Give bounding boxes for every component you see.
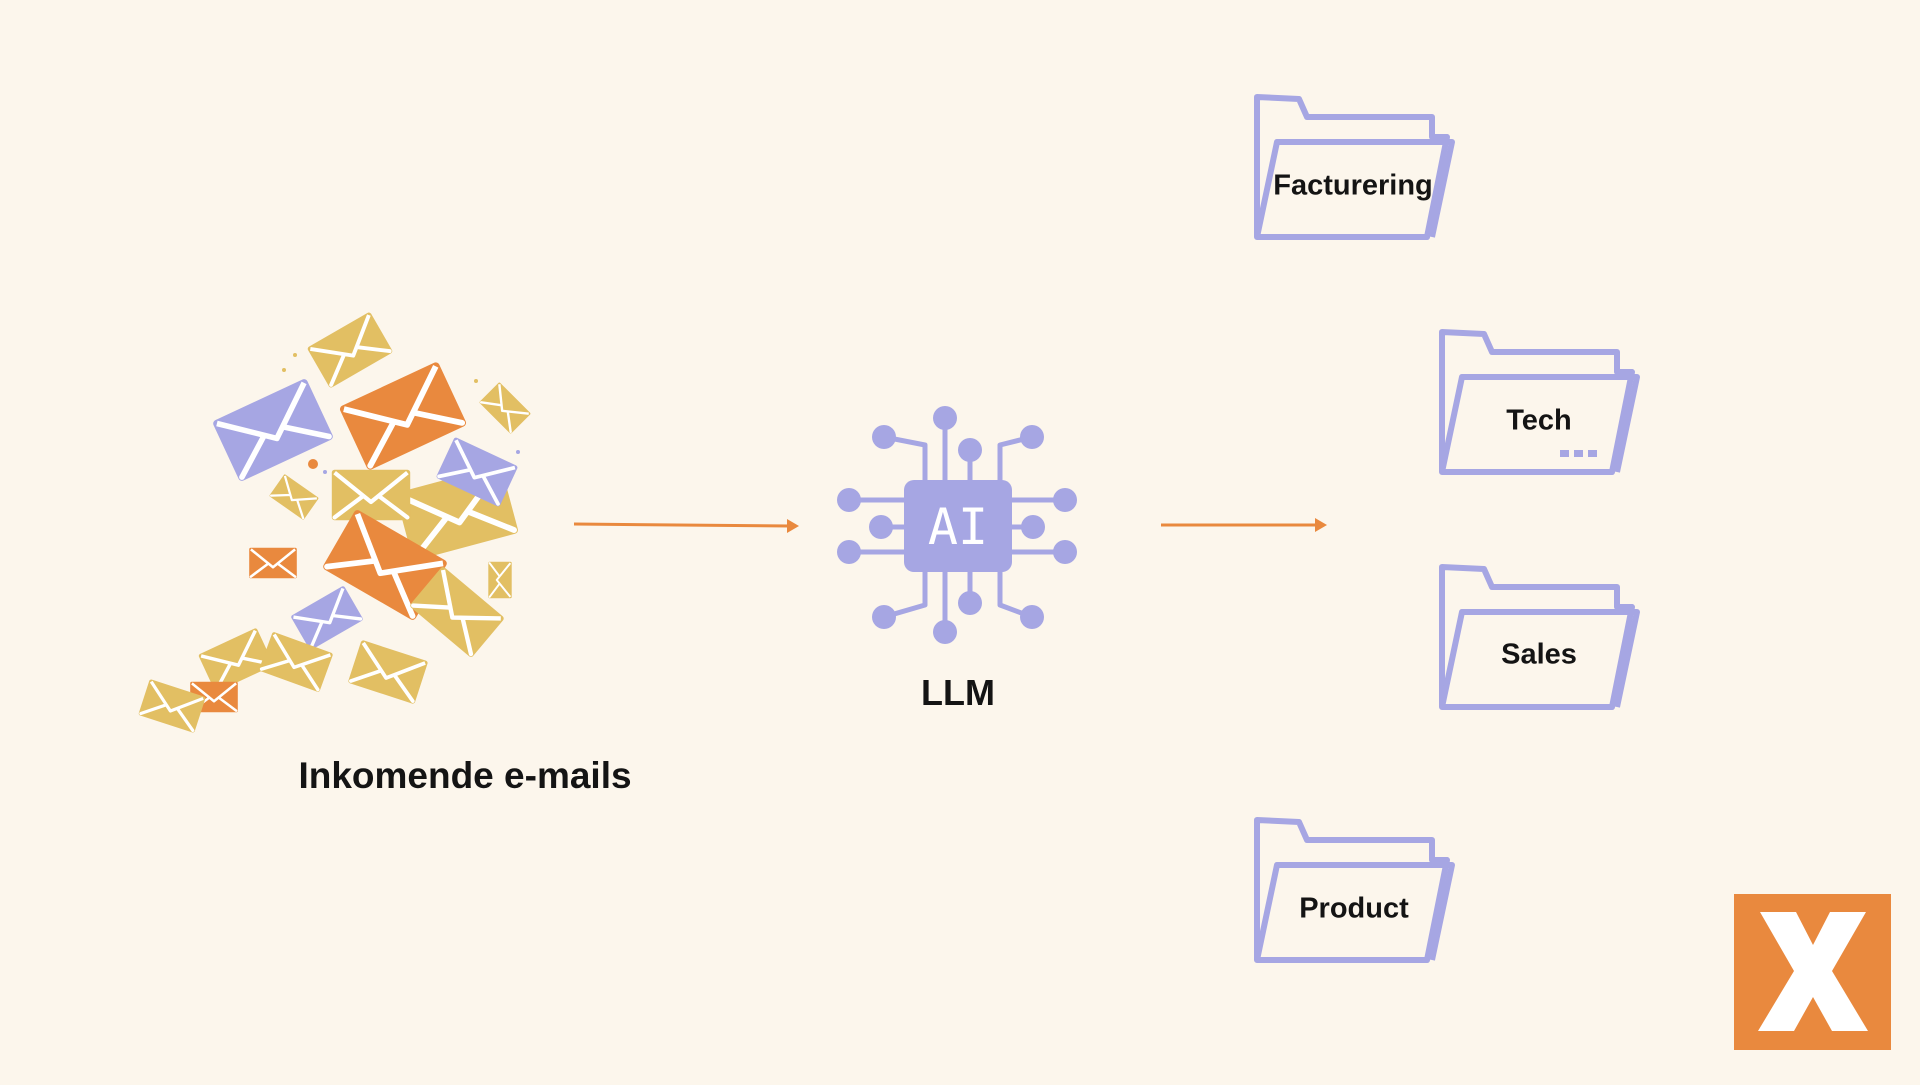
llm-label: LLM [921, 672, 995, 713]
folder-facturering-icon [1257, 97, 1452, 237]
arrow-emails-to-llm [573, 519, 799, 533]
ai-chip-text: AI [928, 498, 988, 556]
envelope-pile-icon [136, 309, 533, 735]
ai-chip-icon: AI [837, 406, 1077, 644]
folder-tech-icon [1442, 332, 1637, 472]
folder-product-label: Product [1299, 892, 1409, 925]
folder-sales-icon [1442, 567, 1637, 707]
folder-tech-label: Tech [1506, 404, 1572, 437]
arrow-llm-to-folders [1161, 518, 1327, 532]
folder-product-icon [1257, 820, 1452, 960]
emails-label: Inkomende e-mails [298, 755, 632, 796]
folder-sales-label: Sales [1501, 638, 1577, 671]
folder-facturering-label: Facturering [1273, 169, 1433, 202]
x-logo [1734, 894, 1891, 1050]
